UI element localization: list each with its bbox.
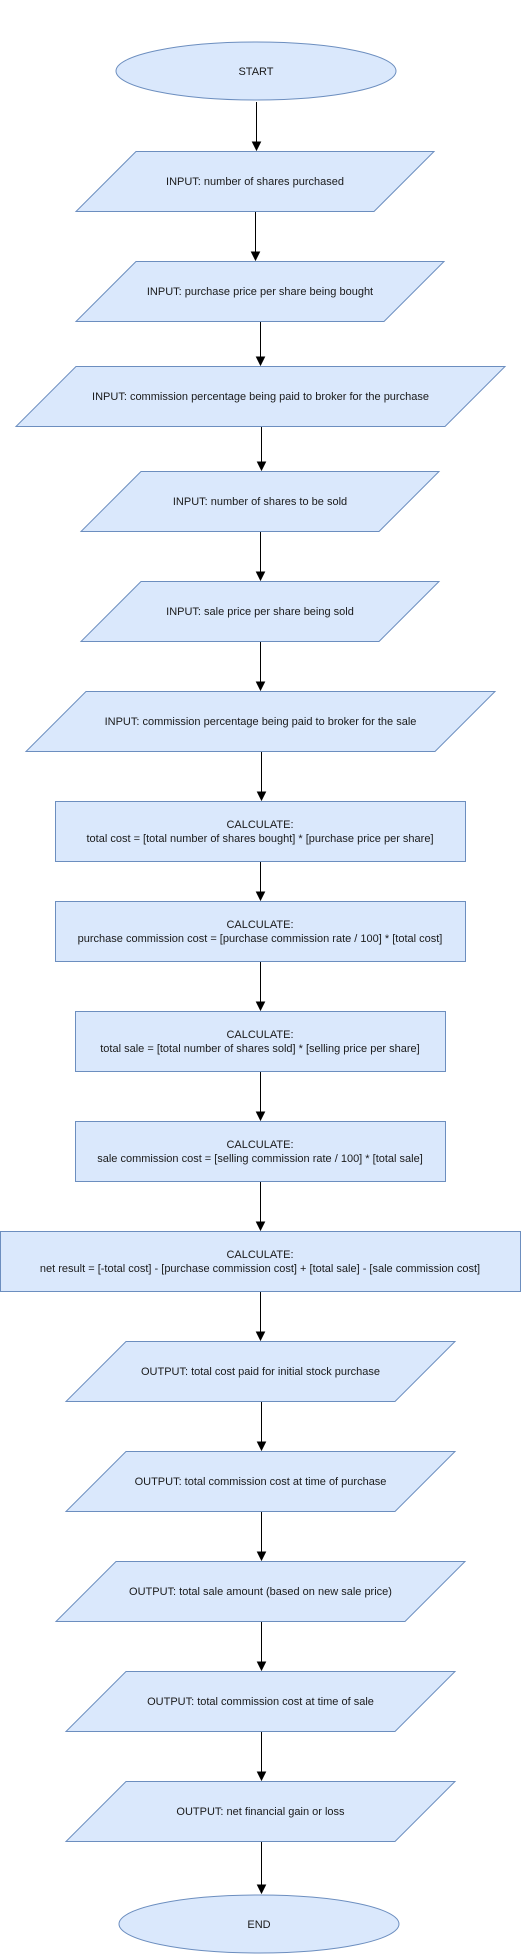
- edge-calc-total-cost-to-calc-purchase-commission: [255, 862, 266, 902]
- edge-input-sale-price-to-input-sale-commission: [255, 642, 266, 692]
- input-purchase-commission-label: INPUT: commission percentage being paid …: [92, 391, 429, 403]
- calc-purchase-commission-node: CALCULATE: purchase commission cost = [pu…: [55, 901, 466, 962]
- arrowhead: [256, 1884, 267, 1895]
- arrowhead: [256, 1771, 267, 1782]
- edge-output-purchase-commission-to-output-sale-amount: [256, 1512, 267, 1562]
- edge-output-sale-amount-to-output-sale-commission: [256, 1622, 267, 1672]
- edge-calc-net-result-to-output-total-cost: [255, 1292, 266, 1342]
- end-node: END: [118, 1894, 400, 1954]
- input-shares-sold-label: INPUT: number of shares to be sold: [173, 496, 347, 508]
- input-sale-commission-node: INPUT: commission percentage being paid …: [24, 691, 497, 752]
- output-sale-commission-node: OUTPUT: total commission cost at time of…: [64, 1671, 457, 1732]
- calc-purchase-commission-label-2: purchase commission cost = [purchase com…: [78, 933, 443, 945]
- edge-start-to-input-shares-purchased: [251, 102, 262, 152]
- output-net-result-node: OUTPUT: net financial gain or loss: [64, 1781, 457, 1842]
- edge-input-purchase-commission-to-input-shares-sold: [256, 427, 267, 472]
- input-shares-purchased-label: INPUT: number of shares purchased: [166, 176, 344, 188]
- arrowhead: [255, 571, 266, 582]
- end-label: END: [247, 1919, 270, 1931]
- end-ellipse: [118, 1894, 400, 1954]
- output-purchase-commission-label: OUTPUT: total commission cost at time of…: [135, 1476, 387, 1488]
- calc-total-cost-box: [55, 801, 466, 862]
- output-purchase-commission-node: OUTPUT: total commission cost at time of…: [64, 1451, 457, 1512]
- output-total-cost-parallelogram: [64, 1341, 457, 1402]
- output-total-cost-node: OUTPUT: total cost paid for initial stoc…: [64, 1341, 457, 1402]
- input-purchase-commission-node: INPUT: commission percentage being paid …: [14, 366, 507, 427]
- calc-net-result-label-1: CALCULATE:: [226, 1249, 293, 1261]
- calc-total-sale-label-1: CALCULATE:: [226, 1029, 293, 1041]
- arrowhead: [255, 1001, 266, 1012]
- edge-input-shares-sold-to-input-sale-price: [255, 532, 266, 582]
- arrowhead: [255, 1221, 266, 1232]
- input-sale-commission-parallelogram: [24, 691, 497, 752]
- calc-net-result-node: CALCULATE: net result = [-total cost] - […: [0, 1231, 521, 1292]
- output-net-result-parallelogram: [64, 1781, 457, 1842]
- arrowhead: [255, 356, 266, 367]
- output-purchase-commission-parallelogram: [64, 1451, 457, 1512]
- calc-sale-commission-label-2: sale commission cost = [selling commissi…: [97, 1153, 423, 1165]
- input-purchase-price-label: INPUT: purchase price per share being bo…: [147, 286, 373, 298]
- start-node: START: [115, 41, 397, 101]
- arrowhead: [255, 1331, 266, 1342]
- input-purchase-commission-parallelogram: [14, 366, 507, 427]
- calc-sale-commission-node: CALCULATE: sale commission cost = [sellin…: [75, 1121, 446, 1182]
- calc-total-sale-node: CALCULATE: total sale = [total number of …: [75, 1011, 446, 1072]
- output-sale-amount-node: OUTPUT: total sale amount (based on new …: [54, 1561, 467, 1622]
- flowchart-nodes: START INPUT: number of shares purchasedIN…: [0, 41, 521, 1954]
- calc-sale-commission-box: [75, 1121, 446, 1182]
- input-sale-price-node: INPUT: sale price per share being sold: [79, 581, 441, 642]
- input-sale-commission-label: INPUT: commission percentage being paid …: [105, 716, 417, 728]
- edge-calc-purchase-commission-to-calc-total-sale: [255, 962, 266, 1012]
- arrowhead: [255, 681, 266, 692]
- input-shares-purchased-node: INPUT: number of shares purchased: [74, 151, 436, 212]
- calc-purchase-commission-label-1: CALCULATE:: [226, 919, 293, 931]
- arrowhead: [256, 791, 267, 802]
- input-sale-price-label: INPUT: sale price per share being sold: [166, 606, 354, 618]
- arrowhead: [256, 1441, 267, 1452]
- edge-input-purchase-price-to-input-purchase-commission: [255, 322, 266, 367]
- input-purchase-price-node: INPUT: purchase price per share being bo…: [74, 261, 446, 322]
- arrowhead: [255, 891, 266, 902]
- calc-net-result-label-2: net result = [-total cost] - [purchase c…: [40, 1263, 480, 1275]
- calc-net-result-box: [0, 1231, 521, 1292]
- arrowhead: [256, 461, 267, 472]
- flowchart-edges: [250, 102, 267, 1895]
- output-sale-amount-parallelogram: [54, 1561, 467, 1622]
- output-sale-amount-label: OUTPUT: total sale amount (based on new …: [129, 1586, 392, 1598]
- output-net-result-label: OUTPUT: net financial gain or loss: [176, 1806, 345, 1818]
- input-shares-sold-parallelogram: [79, 471, 441, 532]
- calc-total-cost-label-1: CALCULATE:: [226, 819, 293, 831]
- output-sale-commission-label: OUTPUT: total commission cost at time of…: [147, 1696, 374, 1708]
- calc-total-sale-label-2: total sale = [total number of shares sol…: [100, 1043, 419, 1055]
- arrowhead: [250, 251, 261, 262]
- edge-input-shares-purchased-to-input-purchase-price: [250, 212, 261, 262]
- output-total-cost-label: OUTPUT: total cost paid for initial stoc…: [141, 1366, 380, 1378]
- start-label: START: [238, 66, 273, 78]
- arrowhead: [255, 1111, 266, 1122]
- input-shares-purchased-parallelogram: [74, 151, 436, 212]
- edge-calc-sale-commission-to-calc-net-result: [255, 1182, 266, 1232]
- calc-total-cost-node: CALCULATE: total cost = [total number of …: [55, 801, 466, 862]
- edge-output-net-result-to-end: [256, 1842, 267, 1895]
- arrowhead: [251, 141, 262, 152]
- edge-output-total-cost-to-output-purchase-commission: [256, 1402, 267, 1452]
- start-ellipse: [115, 41, 397, 101]
- calc-total-cost-label-2: total cost = [total number of shares bou…: [87, 833, 434, 845]
- input-sale-price-parallelogram: [79, 581, 441, 642]
- input-shares-sold-node: INPUT: number of shares to be sold: [79, 471, 441, 532]
- edge-calc-total-sale-to-calc-sale-commission: [255, 1072, 266, 1122]
- edge-output-sale-commission-to-output-net-result: [256, 1732, 267, 1782]
- calc-sale-commission-label-1: CALCULATE:: [226, 1139, 293, 1151]
- edge-input-sale-commission-to-calc-total-cost: [256, 752, 267, 802]
- arrowhead: [256, 1661, 267, 1672]
- arrowhead: [256, 1551, 267, 1562]
- calc-total-sale-box: [75, 1011, 446, 1072]
- input-purchase-price-parallelogram: [74, 261, 446, 322]
- calc-purchase-commission-box: [55, 901, 466, 962]
- output-sale-commission-parallelogram: [64, 1671, 457, 1732]
